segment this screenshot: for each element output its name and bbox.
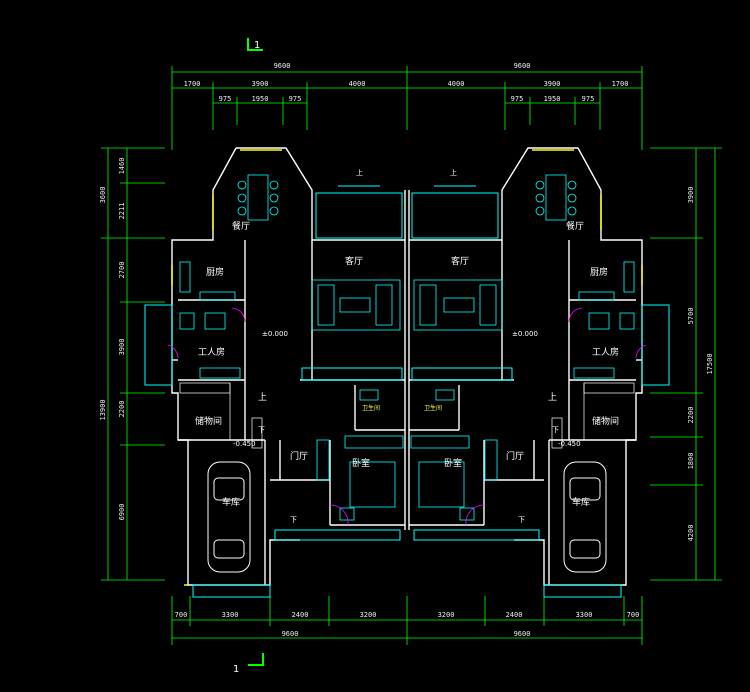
dim-bottom-mid: 3200 (360, 611, 377, 619)
dim-bottom-mid: 700 (627, 611, 640, 619)
level-garage-right: -0.450 (558, 440, 581, 448)
dim-left-inner: 1460 (118, 158, 126, 175)
dim-bottom-mid: 2400 (292, 611, 309, 619)
bed (349, 461, 396, 508)
windows (171, 149, 643, 586)
dim-top-inner: 975 (289, 95, 302, 103)
stair-up-balcony-right: 上 (450, 168, 457, 177)
room-living-left: 客厅 (345, 255, 363, 267)
room-garage-left: 车库 (222, 496, 240, 508)
dimension-lines (101, 66, 722, 645)
walls (171, 147, 643, 586)
room-bedroom-left: 卧室 (352, 457, 370, 469)
level-floor-left: ±0.000 (262, 330, 288, 338)
dim-bottom-mid: 3300 (576, 611, 593, 619)
balconies (144, 185, 670, 598)
dim-top-total-right: 9600 (514, 62, 531, 70)
dim-top-mid: 3900 (252, 80, 269, 88)
dim-bottom-mid: 3200 (438, 611, 455, 619)
sofa-set (413, 279, 503, 331)
room-kitchen-left: 厨房 (206, 266, 224, 278)
dim-right-inner: 4200 (687, 525, 695, 542)
section-mark-bottom: 1 (233, 653, 264, 675)
cars (207, 461, 607, 573)
dim-top-total-left: 9600 (274, 62, 291, 70)
car-right (563, 461, 607, 573)
room-storage-right: 储物间 (592, 415, 619, 427)
dimension-labels: 9600 9600 1700 3900 4000 4000 3900 1700 … (99, 62, 714, 638)
coffee-table (339, 297, 371, 313)
dim-top-inner: 1950 (544, 95, 561, 103)
stair-down-right-bottom: 下 (518, 516, 525, 524)
room-living-right: 客厅 (451, 255, 469, 267)
dim-right-inner: 5700 (687, 308, 695, 325)
room-dining-right: 餐厅 (566, 220, 584, 232)
room-bedroom-right: 卧室 (444, 457, 462, 469)
dim-right-total: 17500 (706, 353, 714, 374)
dim-top-inner: 975 (511, 95, 524, 103)
level-floor-right: ±0.000 (512, 330, 538, 338)
stair-up-left: 上 (258, 392, 267, 403)
room-storage-left: 储物间 (195, 415, 222, 427)
stairs (179, 382, 635, 449)
level-garage-left: -0.450 (233, 440, 256, 448)
coffee-table (443, 297, 475, 313)
dim-left-inner: 2211 (118, 203, 126, 220)
stair-down-left: 下 (258, 426, 265, 434)
room-foyer-left: 门厅 (290, 450, 308, 462)
dim-top-mid: 4000 (349, 80, 366, 88)
dim-top-inner: 1950 (252, 95, 269, 103)
dim-left-inner: 2200 (118, 401, 126, 418)
section-mark-label: 1 (233, 664, 239, 675)
room-labels: 餐厅 餐厅 客厅 客厅 厨房 厨房 工人房 工人房 储物间 储物间 门厅 门厅 … (195, 168, 619, 524)
bed (418, 461, 465, 508)
dim-bottom-mid: 2400 (506, 611, 523, 619)
sofa-set (311, 279, 401, 331)
car-left (207, 461, 251, 573)
dim-right-inner: 3900 (687, 187, 695, 204)
dim-top-mid: 4000 (448, 80, 465, 88)
dim-top-inner: 975 (582, 95, 595, 103)
room-foyer-right: 门厅 (506, 450, 524, 462)
dim-bottom-total-right: 9600 (514, 630, 531, 638)
dim-left-total: 3600 (99, 187, 107, 204)
dim-bottom-mid: 700 (175, 611, 188, 619)
dim-bottom-total-left: 9600 (282, 630, 299, 638)
dim-top-mid: 1700 (612, 80, 629, 88)
dim-left-inner: 3900 (118, 339, 126, 356)
stair-up-right: 上 (548, 392, 557, 403)
dining-table (545, 174, 567, 221)
section-mark-label: 1 (254, 40, 260, 51)
room-kitchen-right: 厨房 (590, 266, 608, 278)
dim-left-inner: 6900 (118, 504, 126, 521)
dim-left-inner: 2700 (118, 262, 126, 279)
dim-right-inner: 1800 (687, 453, 695, 470)
room-servant-left: 工人房 (198, 346, 225, 358)
doors (167, 307, 647, 526)
room-dining-left: 餐厅 (232, 220, 250, 232)
room-bathroom-right: 卫生间 (424, 404, 442, 412)
dim-top-inner: 975 (219, 95, 232, 103)
furniture (179, 174, 635, 521)
dim-top-mid: 3900 (544, 80, 561, 88)
room-garage-right: 车库 (572, 496, 590, 508)
room-bathroom-left: 卫生间 (362, 404, 380, 412)
dim-left-total: 13900 (99, 399, 107, 420)
dim-right-inner: 2200 (687, 407, 695, 424)
stair-up-balcony-left: 上 (356, 168, 363, 177)
dim-top-mid: 1700 (184, 80, 201, 88)
dining-table (247, 174, 269, 221)
room-servant-right: 工人房 (592, 346, 619, 358)
stair-down-left-bottom: 下 (290, 516, 297, 524)
dim-bottom-mid: 3300 (222, 611, 239, 619)
section-mark-top: 1 (247, 38, 263, 51)
stair-down-right: 下 (552, 426, 559, 434)
